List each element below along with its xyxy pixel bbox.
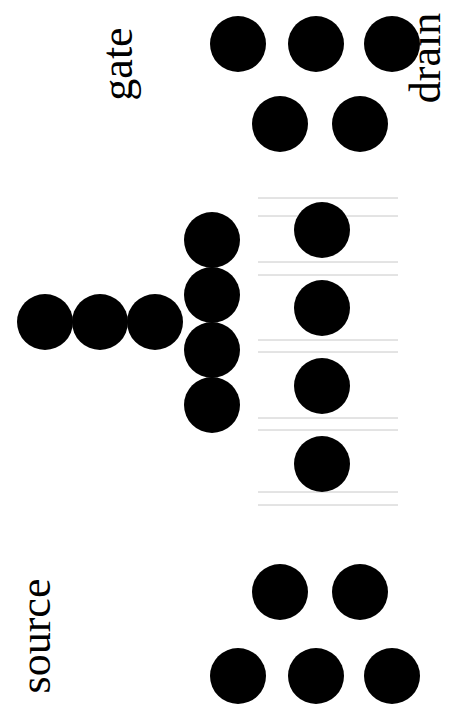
region-label: gate: [96, 27, 140, 100]
source-atoms: [210, 564, 420, 704]
channel-gridlines: [258, 198, 398, 505]
channel-atoms: [294, 202, 350, 492]
region-label: drain: [404, 13, 448, 103]
drain-atoms: [210, 16, 420, 152]
region-label: source: [14, 579, 58, 694]
gate-atoms: [17, 212, 240, 433]
